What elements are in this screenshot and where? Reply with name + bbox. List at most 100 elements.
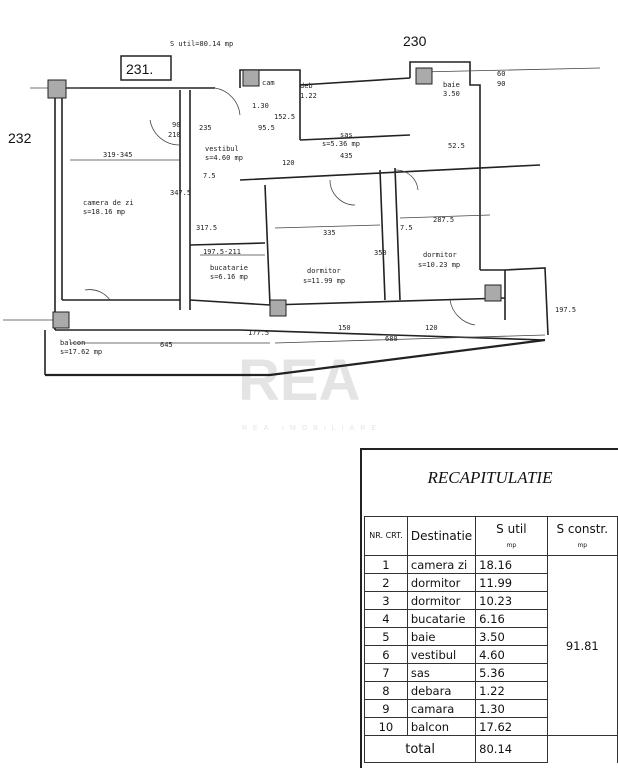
apartment-number-box: [120, 55, 172, 81]
dimension-label: 120: [282, 159, 295, 167]
header-s-constr: S constr. mp: [546, 516, 618, 556]
room-labels: camera de zi s=18.16 mp vestibul s=4.60 …: [60, 79, 460, 356]
row-destination: debara: [406, 681, 477, 700]
room-name: dormitor: [423, 251, 457, 259]
total-row: total 80.14: [363, 735, 618, 763]
dimension-label: 680: [385, 335, 398, 343]
row-s-util: 3.50: [475, 627, 548, 646]
neighbor-apartment-top: 230: [403, 33, 427, 49]
room-name: dormitor: [307, 267, 341, 275]
room-area: 1.30: [252, 102, 269, 110]
total-useful-area-label: S util=80.14 mp: [170, 40, 233, 48]
row-s-util: 11.99: [475, 573, 548, 592]
row-s-util: 1.22: [475, 681, 548, 700]
dimension-label: 90: [172, 121, 180, 129]
apartment-number: 231.: [126, 61, 153, 77]
row-destination: dormitor: [406, 591, 477, 610]
header-s-constr-label: S constr.: [556, 522, 609, 536]
dimension-label: 319-345: [103, 151, 133, 159]
dimension-label: 197.5-211: [203, 248, 241, 256]
room-area: s=17.62 mp: [60, 348, 102, 356]
dimension-label: 95.5: [258, 124, 275, 132]
dimension-label: 210: [168, 131, 181, 139]
room-name: camera de zi: [83, 199, 134, 207]
room-name: vestibul: [205, 145, 239, 153]
row-nr: 9: [364, 699, 408, 718]
row-destination: dormitor: [406, 573, 477, 592]
row-destination: balcon: [406, 717, 477, 736]
room-name: baie: [443, 81, 460, 89]
watermark: REA REA IMOBILIARE: [238, 348, 382, 432]
row-nr: 10: [364, 717, 408, 736]
row-s-util: 6.16: [475, 609, 548, 628]
dimension-label: 90: [497, 80, 505, 88]
row-s-util: 17.62: [475, 717, 548, 736]
total-value: 80.14: [475, 735, 548, 763]
dimension-label: 7.5: [203, 172, 216, 180]
header-s-util: S util mp: [475, 516, 548, 556]
row-destination: baie: [406, 627, 477, 646]
room-area: 3.50: [443, 90, 460, 98]
row-nr: 7: [364, 663, 408, 682]
row-nr: 5: [364, 627, 408, 646]
dimension-label: 177.5: [248, 329, 269, 337]
dimension-label: 317.5: [196, 224, 217, 232]
walls: [44, 61, 549, 377]
room-name: bucatarie: [210, 264, 248, 272]
unit-label: mp: [506, 542, 517, 549]
room-area: s=18.16 mp: [83, 208, 125, 216]
dimension-label: 645: [160, 341, 173, 349]
recap-title: RECAPITULATIE: [427, 468, 553, 487]
columns: [47, 67, 502, 329]
row-destination: camera zi: [406, 555, 477, 574]
room-area: s=4.60 mp: [205, 154, 243, 162]
room-name: balcon: [60, 339, 85, 347]
row-nr: 8: [364, 681, 408, 700]
dimension-label: 335: [323, 229, 336, 237]
row-s-util: 1.30: [475, 699, 548, 718]
header-nr: NR. CRT.: [364, 516, 408, 556]
row-s-util: 5.36: [475, 663, 548, 682]
dimension-label: 197.5: [555, 306, 576, 314]
header-s-util-label: S util: [496, 522, 527, 536]
dimension-label: 235: [199, 124, 212, 132]
row-s-util: 10.23: [475, 591, 548, 610]
total-constr-empty: [546, 735, 618, 763]
room-area: s=5.36 mp: [322, 140, 360, 148]
row-nr: 4: [364, 609, 408, 628]
room-area: 1.22: [300, 92, 317, 100]
row-nr: 1: [364, 555, 408, 574]
row-destination: vestibul: [406, 645, 477, 664]
dimension-labels: 319-345 90 210 235 347.5 7.5 317.5 197.5…: [103, 70, 576, 349]
watermark-text: REA IMOBILIARE: [242, 425, 382, 432]
room-area: s=6.16 mp: [210, 273, 248, 281]
row-nr: 2: [364, 573, 408, 592]
dimension-label: 120: [425, 324, 438, 332]
dimension-label: 350: [374, 249, 387, 257]
row-destination: sas: [406, 663, 477, 682]
row-nr: 3: [364, 591, 408, 610]
row-s-util: 4.60: [475, 645, 548, 664]
row-destination: camara: [406, 699, 477, 718]
row-destination: bucatarie: [406, 609, 477, 628]
svg-text:REA: REA: [238, 348, 360, 413]
total-label: total: [363, 735, 477, 763]
dimension-label: 150: [338, 324, 351, 332]
unit-label: mp: [577, 542, 588, 549]
room-area: s=10.23 mp: [418, 261, 460, 269]
room-name: cam: [262, 79, 275, 87]
dimension-label: 152.5: [274, 113, 295, 121]
dimension-label: 7.5: [400, 224, 413, 232]
room-name: sas: [340, 131, 353, 139]
row-nr: 6: [364, 645, 408, 664]
dimension-label: 287.5: [433, 216, 454, 224]
neighbor-apartment-left: 232: [8, 130, 32, 146]
dimension-label: 60: [497, 70, 505, 78]
